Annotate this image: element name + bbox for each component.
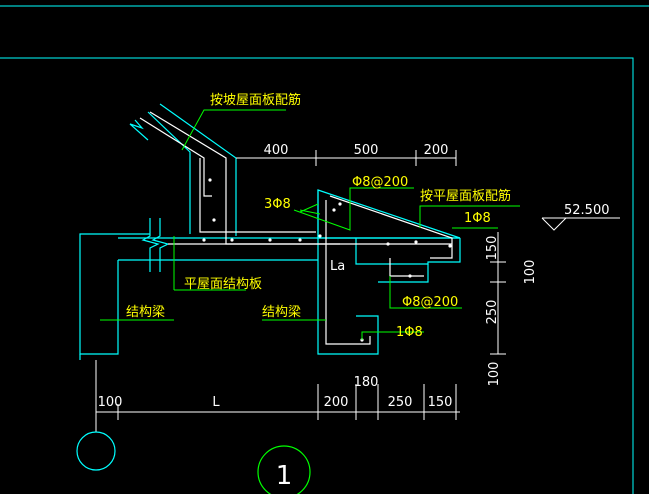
bottom-dimensions: 180 100 L 200 250 150 bbox=[98, 375, 453, 410]
leader-lines bbox=[100, 109, 520, 340]
dim-right-250: 250 bbox=[485, 300, 500, 325]
dim-top-400: 400 bbox=[264, 143, 289, 158]
dim-top-500: 500 bbox=[354, 143, 379, 158]
flat-roof-slab-label: 平屋面结构板 bbox=[184, 277, 262, 292]
right-dimensions: 150 100 250 100 bbox=[485, 236, 538, 387]
rebar-1phi8-top-label: 1Φ8 bbox=[464, 211, 491, 226]
rebar-3phi8-label: 3Φ8 bbox=[264, 197, 291, 212]
dim-right-100-bottom: 100 bbox=[487, 362, 502, 387]
beam-left-label: 结构梁 bbox=[126, 305, 165, 320]
rebar-lines bbox=[139, 111, 453, 345]
elevation-label: 52.500 bbox=[564, 203, 610, 218]
dim-bottom-250: 250 bbox=[388, 395, 413, 410]
dim-bottom-100: 100 bbox=[98, 395, 123, 410]
rebar-phi8-200-top-label: Φ8@200 bbox=[352, 175, 408, 190]
section-marker: 1 bbox=[257, 445, 311, 494]
top-dimensions: 400 500 200 bbox=[264, 143, 449, 158]
dim-bottom-200: 200 bbox=[324, 395, 349, 410]
dim-bottom-L: L bbox=[212, 395, 220, 410]
axis-bubble bbox=[76, 430, 116, 471]
dim-180: 180 bbox=[354, 375, 379, 390]
dim-bottom-150: 150 bbox=[428, 395, 453, 410]
dim-right-100: 100 bbox=[523, 260, 538, 285]
dim-top-200: 200 bbox=[424, 143, 449, 158]
section-number: 1 bbox=[276, 461, 293, 491]
rebar-1phi8-bottom-label: 1Φ8 bbox=[396, 325, 423, 340]
beam-mid-label: 结构梁 bbox=[262, 305, 301, 320]
rebar-phi8-200-mid-label: Φ8@200 bbox=[402, 295, 458, 310]
drawing-frame bbox=[0, 5, 649, 494]
dim-right-150: 150 bbox=[485, 236, 500, 261]
dimension-lines bbox=[95, 150, 620, 430]
annotations: 按坡屋面板配筋 按平屋面板配筋 平屋面结构板 结构梁 结构梁 3Φ8 Φ8@20… bbox=[126, 92, 610, 340]
slope-roof-rebar-label: 按坡屋面板配筋 bbox=[210, 92, 301, 108]
flat-roof-rebar-label: 按平屋面板配筋 bbox=[420, 188, 511, 204]
anchorage-length-label: La bbox=[330, 259, 345, 274]
